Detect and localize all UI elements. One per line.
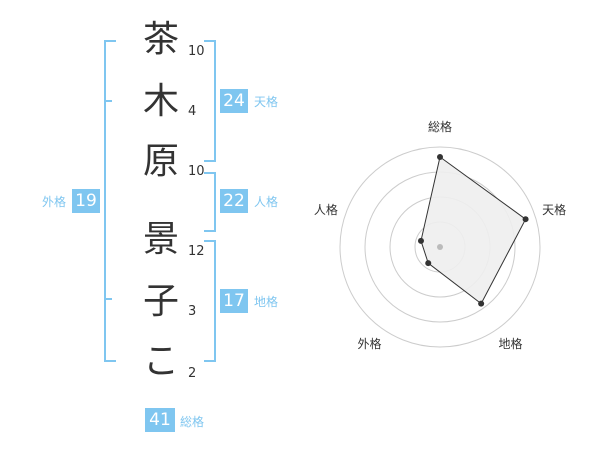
tenkaku-label: 天格 (254, 95, 279, 109)
tenkaku-bracket (204, 40, 216, 162)
stroke-count: 10 (188, 44, 205, 59)
name-char: こ (142, 341, 179, 382)
radar-axis-label: 地格 (499, 336, 523, 351)
name-char: 景 (142, 219, 179, 260)
radar-axis-label: 総格 (428, 119, 452, 134)
radar-point (522, 216, 529, 223)
name-char: 原 (142, 141, 179, 182)
chikaku-value: 17 (220, 289, 248, 313)
stroke-count: 4 (188, 104, 197, 119)
chikaku-label: 地格 (254, 295, 279, 309)
jinkaku-value: 22 (220, 189, 248, 213)
radar-axis-label: 天格 (542, 202, 566, 217)
radar-point (478, 300, 485, 307)
gaikaku-bracket (104, 40, 116, 362)
gaikaku-label: 外格 (42, 195, 67, 209)
radar-point (425, 260, 432, 267)
radar-axis-label: 外格 (357, 336, 381, 351)
radar-center-point (437, 244, 443, 250)
gaikaku-value: 19 (72, 189, 100, 213)
name-char: 茶 (142, 19, 179, 60)
soukaku-value: 41 (145, 408, 175, 432)
tenkaku-value: 24 (220, 89, 248, 113)
stroke-count: 10 (188, 164, 205, 179)
name-char: 子 (142, 281, 179, 322)
jinkaku-bracket (204, 172, 216, 232)
gaikaku-tick (104, 100, 112, 102)
soukaku-label: 総格 (180, 415, 205, 429)
radar-point (417, 237, 424, 244)
gaikaku-tick (104, 298, 112, 300)
radar-axis-label: 人格 (314, 202, 338, 217)
chikaku-bracket (204, 240, 216, 362)
stroke-count: 2 (188, 366, 197, 381)
jinkaku-label: 人格 (254, 195, 279, 209)
radar-ring (339, 146, 541, 348)
radar-area (420, 156, 527, 305)
radar-point (437, 154, 443, 160)
name-char: 木 (142, 81, 179, 122)
stroke-count: 3 (188, 304, 197, 319)
stroke-count: 12 (188, 244, 205, 259)
